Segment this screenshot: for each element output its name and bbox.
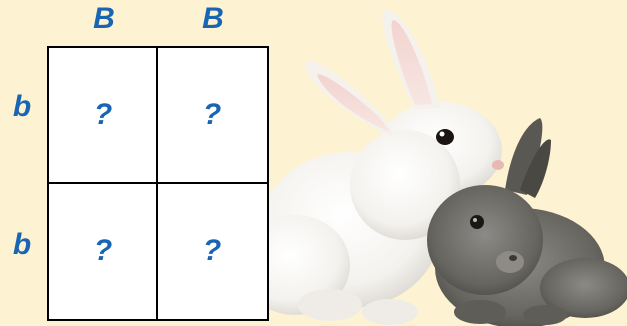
- rabbits-illustration: [255, 0, 627, 326]
- cell-r2c1: ?: [49, 184, 157, 318]
- cell-r1c1: ?: [49, 48, 157, 182]
- row-allele-2: b: [2, 230, 42, 260]
- cell-r2c2: ?: [158, 184, 266, 318]
- cell-r1c2: ?: [158, 48, 266, 182]
- column-allele-2: B: [193, 4, 233, 34]
- row-allele-1: b: [2, 92, 42, 122]
- column-allele-1: B: [84, 4, 124, 34]
- punnett-grid: ? ? ? ?: [47, 46, 269, 321]
